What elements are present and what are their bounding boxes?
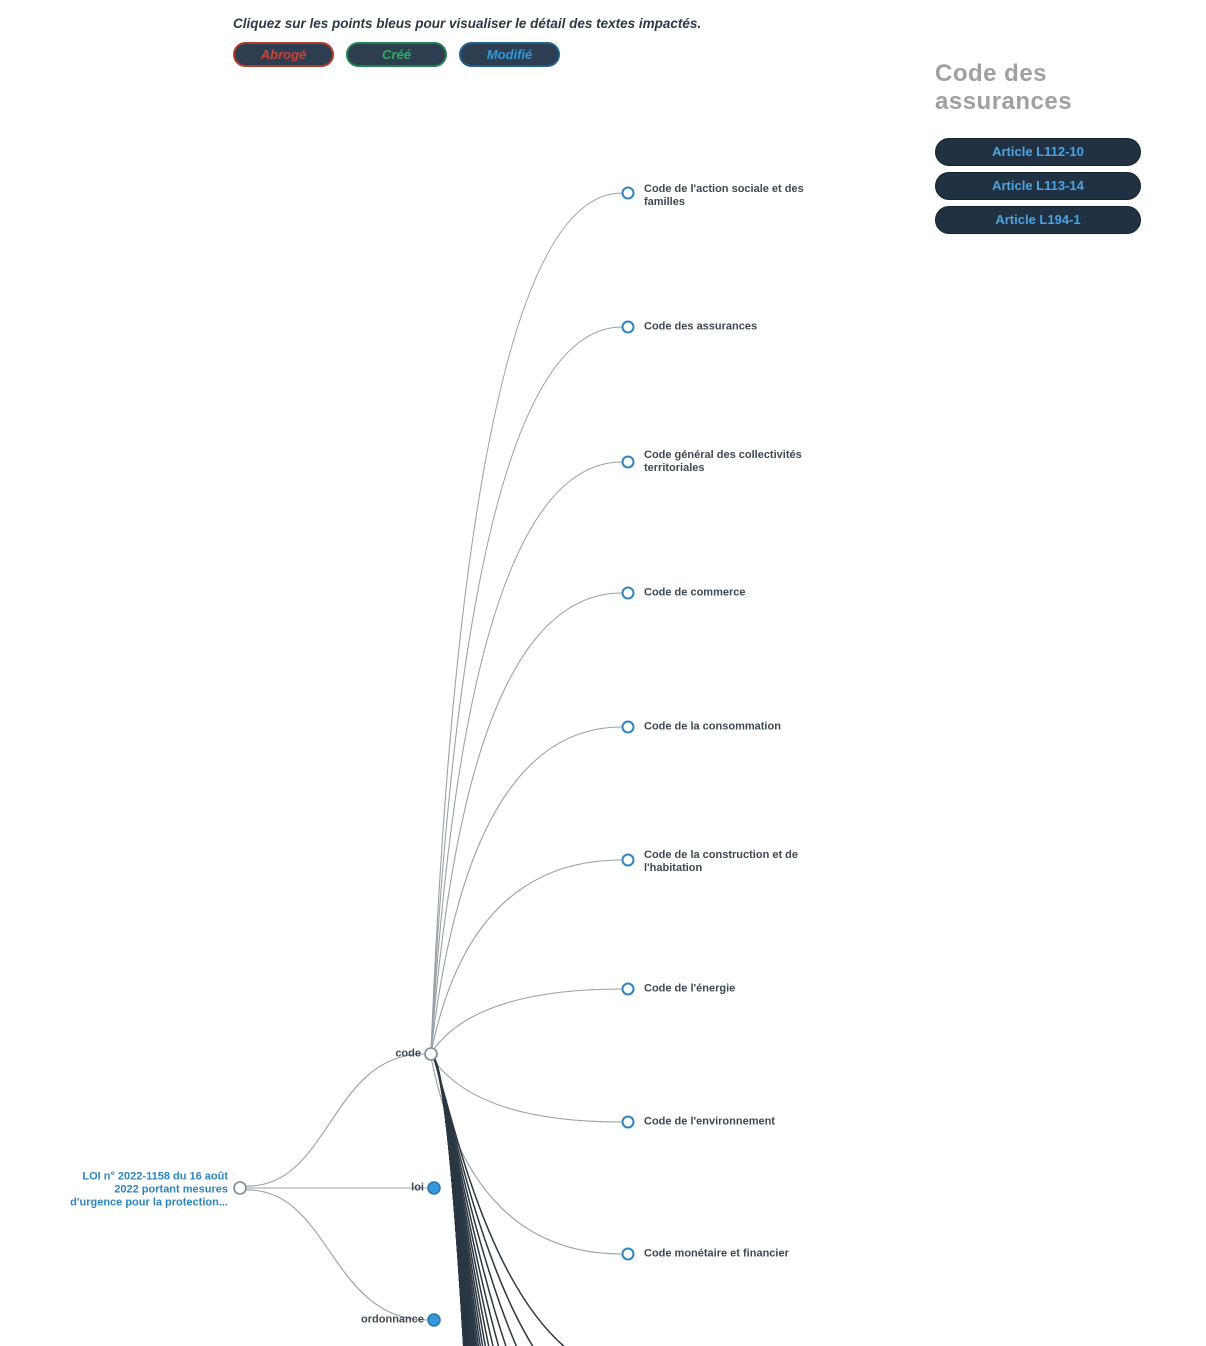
leaf-label: Code de l'action sociale et des familles bbox=[644, 183, 804, 208]
loi-branch-label: loi bbox=[411, 1181, 424, 1194]
panel-title: Code des assurances bbox=[935, 60, 1073, 115]
code-branch-node[interactable] bbox=[424, 1047, 438, 1061]
leaf-label: Code de la consommation bbox=[644, 720, 781, 733]
edge-root-ordonnance bbox=[245, 1189, 428, 1321]
tree-nodes bbox=[233, 186, 635, 1327]
root-node-label: LOI n° 2022-1158 du 16 août 2022 portant… bbox=[70, 1170, 228, 1209]
impact-edge bbox=[433, 1057, 471, 1346]
code-leaf-node[interactable] bbox=[621, 720, 635, 734]
instruction-text: Cliquez sur les points bleus pour visual… bbox=[233, 16, 702, 31]
edge-code-leaf bbox=[430, 592, 623, 1053]
edge-root-code bbox=[245, 1053, 425, 1187]
ordonnance-branch-node[interactable] bbox=[427, 1313, 441, 1327]
leaf-label: Code de commerce bbox=[644, 586, 746, 599]
article-button[interactable]: Article L112-10 bbox=[935, 138, 1141, 166]
leaf-label: Code des assurances bbox=[644, 320, 758, 333]
legend: Abrogé Créé Modifié bbox=[233, 42, 560, 67]
ordonnance-branch-label: ordonnance bbox=[361, 1313, 424, 1326]
edge-code-leaf bbox=[430, 1055, 623, 1123]
detail-panel: Code des assurances Article L112-10 Arti… bbox=[935, 60, 1175, 240]
code-leaf-node[interactable] bbox=[621, 853, 635, 867]
edge-code-leaf bbox=[430, 859, 623, 1054]
leaf-label: Code de la construction et de l'habitati… bbox=[644, 849, 799, 874]
code-leaf-node[interactable] bbox=[621, 186, 635, 200]
code-leaf-node[interactable] bbox=[621, 320, 635, 334]
code-leaf-node[interactable] bbox=[621, 982, 635, 996]
code-leaf-node[interactable] bbox=[621, 455, 635, 469]
edge-code-leaf bbox=[430, 192, 623, 1053]
edge-code-leaf bbox=[430, 461, 623, 1053]
impact-bundle bbox=[433, 1057, 565, 1346]
article-button[interactable]: Article L113-14 bbox=[935, 172, 1141, 200]
edge-code-leaf bbox=[430, 726, 623, 1053]
leaf-label: Code monétaire et financier bbox=[644, 1247, 789, 1260]
article-button[interactable]: Article L194-1 bbox=[935, 206, 1141, 234]
edge-code-leaf bbox=[430, 326, 623, 1053]
code-leaf-node[interactable] bbox=[621, 586, 635, 600]
legend-abroge-pill[interactable]: Abrogé bbox=[233, 42, 334, 67]
leaf-label: Code général des collectivités territori… bbox=[644, 449, 802, 474]
legend-modifie-pill[interactable]: Modifié bbox=[459, 42, 560, 67]
code-leaf-node[interactable] bbox=[621, 1247, 635, 1261]
edge-code-leaf bbox=[430, 988, 623, 1054]
leaf-label: Code de l'énergie bbox=[644, 982, 736, 995]
code-leaf-node[interactable] bbox=[621, 1115, 635, 1129]
tree-edges bbox=[245, 192, 623, 1321]
code-branch-label: code bbox=[395, 1047, 421, 1060]
root-node[interactable] bbox=[233, 1181, 247, 1195]
loi-branch-node[interactable] bbox=[427, 1181, 441, 1195]
impact-edge bbox=[433, 1057, 465, 1346]
leaf-label: Code de l'environnement bbox=[644, 1115, 775, 1128]
legend-cree-pill[interactable]: Créé bbox=[346, 42, 447, 67]
